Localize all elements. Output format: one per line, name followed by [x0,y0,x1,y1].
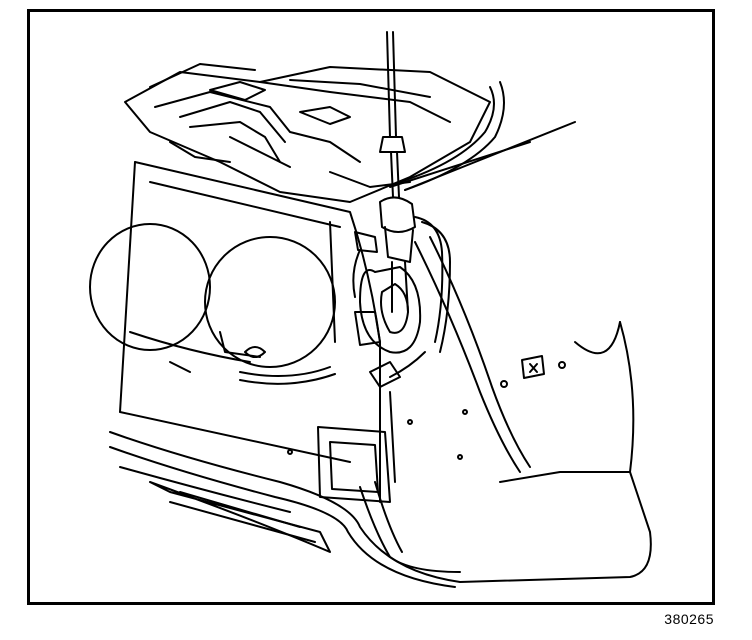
antenna-mast [379,31,406,198]
antenna-cable [389,81,576,191]
rear-bumper [109,431,652,588]
rear-body-panel [89,161,381,503]
right-lamp-opening [204,236,336,368]
illustration-frame [27,9,715,605]
quarter-panel [287,236,635,483]
vehicle-rear-antenna-illustration [89,31,652,588]
figure-id-label: 380265 [664,611,714,627]
license-pocket [317,391,396,503]
liftgate-top-panel [124,63,491,203]
left-lamp-opening [89,223,211,351]
antenna-connector-assembly [352,196,451,388]
